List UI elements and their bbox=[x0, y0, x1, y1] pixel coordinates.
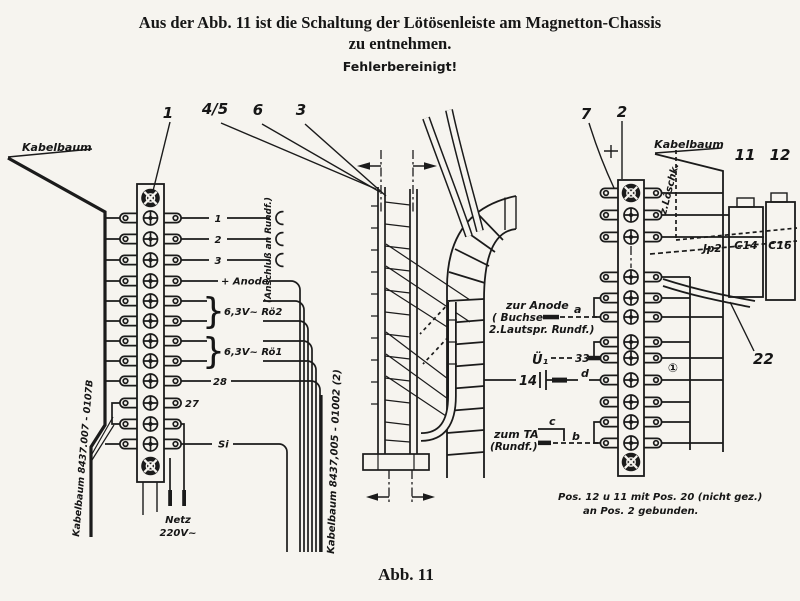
zur-anode-line1: zur Anode bbox=[505, 299, 569, 312]
wire-d-label: d bbox=[581, 367, 589, 380]
pin-label-2: 2 bbox=[215, 235, 222, 246]
kabelbaum-label-right: Kabelbaum bbox=[654, 138, 724, 151]
netz-label: Netz bbox=[165, 515, 191, 526]
header: Aus der Abb. 11 ist die Schaltung der Lö… bbox=[139, 13, 662, 74]
jp2-label: Jp2 bbox=[701, 243, 722, 255]
callout-11: 11 bbox=[735, 146, 756, 164]
pin-label-3: 3 bbox=[215, 256, 222, 267]
ue1-label: Ü₁ bbox=[532, 352, 549, 368]
subtitle-fehlerbereinigt: Fehlerbereinigt! bbox=[343, 59, 458, 74]
capacitor-c14: C14 bbox=[728, 197, 764, 298]
callout-4-5: 4/5 bbox=[201, 100, 228, 118]
label-14: 14 bbox=[519, 374, 537, 389]
roe1-label: 6,3V~ Rö1 bbox=[224, 347, 282, 358]
plug-contact-hooks bbox=[275, 210, 284, 268]
anschluss-note: (Anschluß an Rundf.) bbox=[264, 197, 274, 303]
note-line1: Pos. 12 u 11 mit Pos. 20 (nicht gez.) bbox=[558, 492, 762, 503]
page-title-line2: zu entnehmen. bbox=[349, 34, 452, 53]
zum-ta-line1: zum TA bbox=[493, 428, 539, 441]
circled-mark: ① bbox=[668, 361, 678, 375]
pin-label-1: 1 bbox=[215, 214, 222, 225]
left-section: Kabelbaum 1 4/5 6 3 1 bbox=[7, 100, 387, 554]
z-loeschk-label: z.Löschk. bbox=[658, 162, 682, 216]
label-33: 33 bbox=[575, 353, 590, 365]
right-terminal-strip bbox=[599, 179, 663, 477]
wire-c-label: c bbox=[549, 415, 556, 428]
wire-a-label: a bbox=[574, 303, 581, 316]
mounting-screw-top-right bbox=[620, 182, 642, 204]
mounting-screw-bottom-left bbox=[140, 455, 161, 477]
j-cable bbox=[420, 302, 457, 442]
note-line2: an Pos. 2 gebunden. bbox=[583, 506, 698, 517]
page-title-line1: Aus der Abb. 11 ist die Schaltung der Lö… bbox=[139, 13, 662, 32]
netz-voltage-label: 220V~ bbox=[160, 528, 197, 539]
harness-band bbox=[446, 195, 517, 478]
pin-label-27: 27 bbox=[185, 399, 199, 410]
wire-b-label: b bbox=[572, 430, 580, 443]
zur-anode-line3: 2.Lautspr. Rundf.) bbox=[489, 324, 594, 336]
callout-2: 2 bbox=[617, 103, 627, 121]
mounting-screw-bottom-right bbox=[620, 451, 642, 473]
callout-6: 6 bbox=[253, 101, 263, 119]
harness-line-left bbox=[7, 156, 107, 537]
middle-perspective-view bbox=[357, 109, 517, 505]
harness-number-right: Kabelbaum 8437,005 - 01002 (2) bbox=[326, 369, 343, 554]
callout-12: 12 bbox=[770, 146, 791, 164]
right-section: 7 2 Kabelbaum 11 12 z.Löschk. Jp2 bbox=[484, 103, 798, 517]
callout-7: 7 bbox=[581, 105, 592, 123]
c14-label: C14 bbox=[734, 239, 757, 252]
callout-1: 1 bbox=[163, 104, 173, 122]
thin-cables bbox=[422, 109, 484, 238]
callout-22: 22 bbox=[753, 350, 774, 368]
figure-caption: Abb. 11 bbox=[378, 565, 434, 584]
anode-label: + Anode bbox=[221, 277, 269, 288]
callout-3: 3 bbox=[296, 101, 306, 119]
brace-roe2: } bbox=[202, 291, 225, 332]
capacitor-c16: C16 bbox=[765, 192, 796, 301]
zum-ta-line2: (Rundf.) bbox=[490, 441, 538, 453]
brace-roe1: } bbox=[202, 331, 225, 372]
roe2-label: 6,3V~ Rö2 bbox=[224, 307, 282, 318]
mounting-screw-top-left bbox=[140, 187, 161, 209]
pin-label-28: 28 bbox=[213, 377, 227, 388]
si-label: Si bbox=[218, 440, 229, 451]
left-terminal-strip bbox=[119, 183, 182, 515]
c16-label: C16 bbox=[768, 239, 792, 252]
zur-anode-line2: ( Buchse bbox=[492, 312, 543, 324]
